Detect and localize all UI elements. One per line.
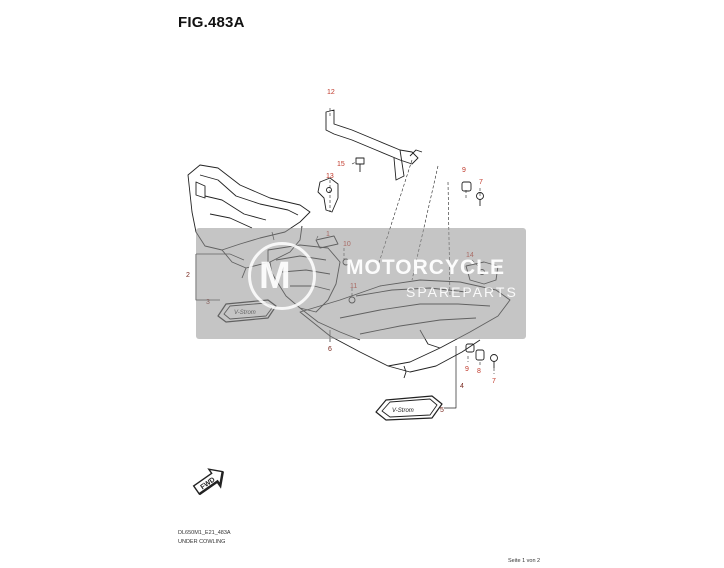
callout-5: 5	[440, 407, 444, 414]
part-9-nut-lower	[465, 343, 475, 353]
watermark-brand: MOTORCYCLE	[346, 256, 505, 279]
callout-8: 8	[477, 368, 481, 375]
callout-4: 4	[460, 383, 464, 390]
callout-15: 15	[337, 161, 345, 168]
part-7-bolt-lower	[490, 354, 498, 368]
page-indicator: Seite 1 von 2	[508, 558, 541, 564]
figure-title: FIG.483A	[178, 14, 245, 31]
fwd-arrow-icon: FWD	[192, 468, 224, 496]
callout-6: 6	[328, 346, 332, 353]
part-12-bracket	[325, 109, 423, 181]
decal-text-lower: V-Strom	[392, 408, 414, 414]
watermark-logo-icon: M	[248, 242, 316, 310]
callout-13: 13	[326, 173, 334, 180]
watermark-banner: M MOTORCYCLE SPAREPARTS	[196, 228, 526, 339]
callout-7-upper: 7	[479, 179, 483, 186]
figure-subtitle: UNDER COWLING	[178, 539, 226, 545]
watermark-logo-letter: M	[259, 255, 291, 297]
watermark-sub: SPAREPARTS	[406, 284, 518, 300]
callout-7-lower: 7	[492, 378, 496, 385]
part-5-decal	[375, 395, 443, 421]
part-13-bracket	[317, 177, 339, 213]
callout-9-lower: 9	[465, 366, 469, 373]
part-15-screw	[355, 157, 365, 172]
model-code: DL650M1_E21_483A	[178, 530, 231, 536]
part-7-bolt-upper	[476, 192, 484, 206]
part-8-washer	[475, 349, 485, 361]
callout-2: 2	[186, 272, 190, 279]
callout-12: 12	[327, 89, 335, 96]
part-9-nut-upper	[461, 181, 472, 192]
callout-9-upper: 9	[462, 167, 466, 174]
